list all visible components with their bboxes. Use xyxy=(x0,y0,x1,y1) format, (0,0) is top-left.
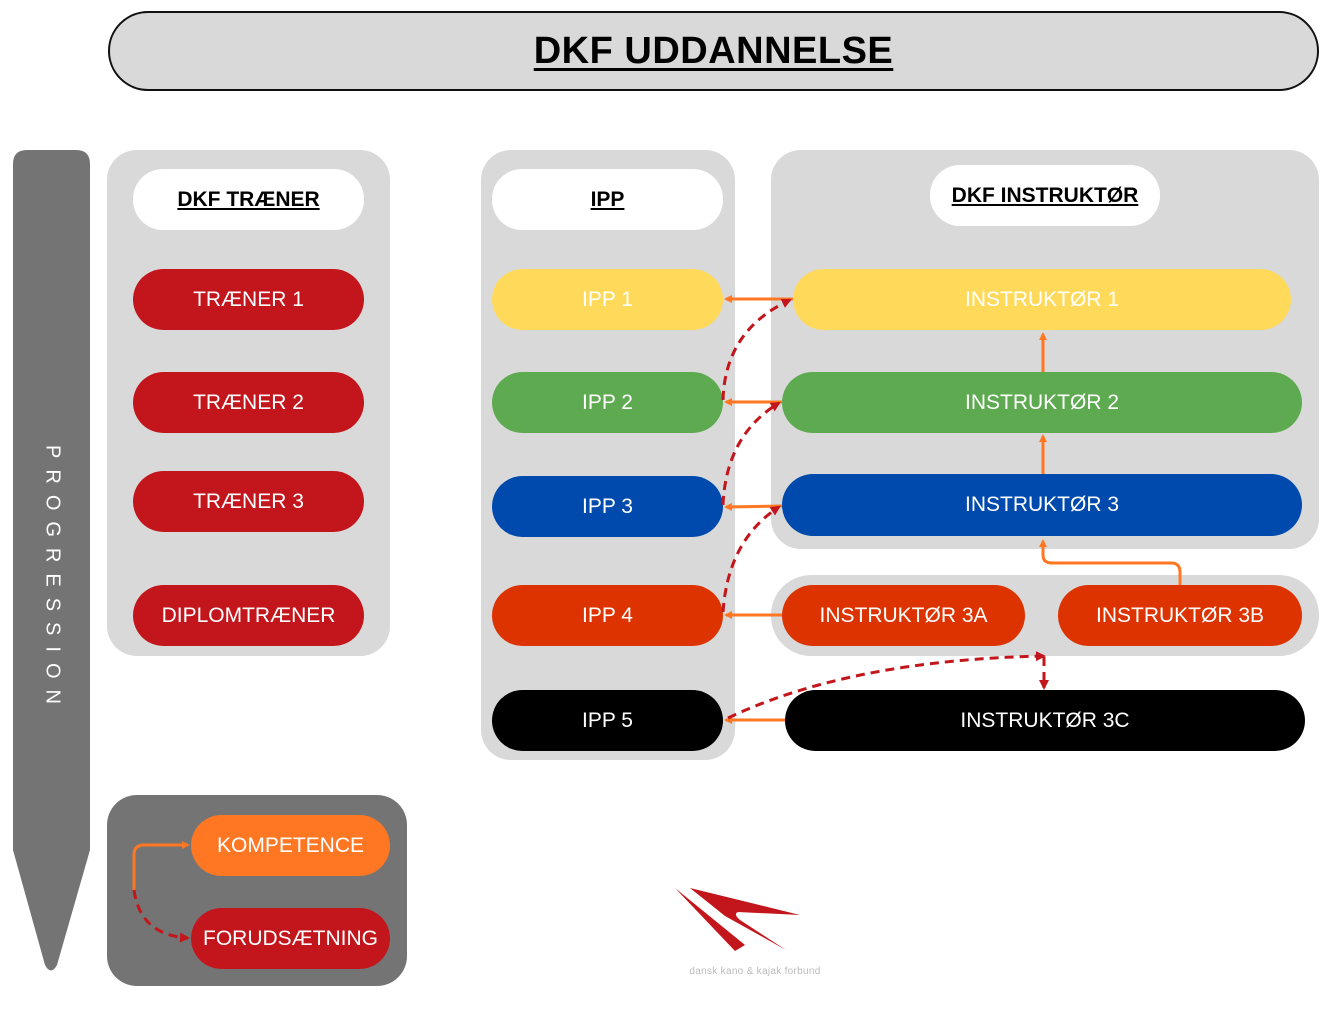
legend-competence: KOMPETENCE xyxy=(191,815,390,876)
ipp-1-node[interactable]: IPP 1 xyxy=(492,269,723,330)
logo-text: dansk kano & kajak forbund xyxy=(689,966,821,977)
diplomtraener-node[interactable]: DIPLOMTRÆNER xyxy=(133,585,364,646)
node-label: INSTRUKTØR 3B xyxy=(1095,603,1265,627)
ipp-5-node[interactable]: IPP 5 xyxy=(492,690,723,751)
node-label: INSTRUKTØR 3C xyxy=(960,708,1130,732)
progression-label: PROGRESSION xyxy=(41,445,63,715)
traener-header: DKF TRÆNER xyxy=(133,169,364,230)
instruktor-3b-node[interactable]: INSTRUKTØR 3B xyxy=(1058,585,1302,646)
ipp-panel xyxy=(481,150,735,760)
page-title: DKF UDDANNELSE xyxy=(533,29,894,72)
ipp-header-label: IPP xyxy=(590,187,625,211)
legend-competence-label: KOMPETENCE xyxy=(216,833,365,857)
instruktor-3c-node[interactable]: INSTRUKTØR 3C xyxy=(785,690,1305,751)
node-label: TRÆNER 2 xyxy=(193,390,304,414)
progression-arrow-shape-icon xyxy=(13,150,90,971)
ipp-2-node[interactable]: IPP 2 xyxy=(492,372,723,433)
instruktor-3a-node[interactable]: INSTRUKTØR 3A xyxy=(782,585,1025,646)
ipp-3-node[interactable]: IPP 3 xyxy=(492,476,723,537)
traener-3-node[interactable]: TRÆNER 3 xyxy=(133,471,364,532)
traener-2-node[interactable]: TRÆNER 2 xyxy=(133,372,364,433)
node-label: DIPLOMTRÆNER xyxy=(161,603,336,627)
traener-header-label: DKF TRÆNER xyxy=(177,187,320,211)
node-label: IPP 2 xyxy=(582,390,633,414)
node-label: INSTRUKTØR 1 xyxy=(964,287,1119,311)
instruktor-3-node[interactable]: INSTRUKTØR 3 xyxy=(782,474,1302,536)
legend-prerequisite-label: FORUDSÆTNING xyxy=(203,926,378,950)
ipp-header: IPP xyxy=(492,169,723,230)
ipp-4-node[interactable]: IPP 4 xyxy=(492,585,723,646)
instruktor-1-node[interactable]: INSTRUKTØR 1 xyxy=(793,269,1291,330)
dkf-arrow-logo-icon xyxy=(675,888,800,951)
node-label: INSTRUKTØR 2 xyxy=(964,390,1119,414)
node-label: INSTRUKTØR 3A xyxy=(819,603,988,627)
node-label: IPP 1 xyxy=(582,287,633,311)
instruktor-2-node[interactable]: INSTRUKTØR 2 xyxy=(782,372,1302,433)
legend-prerequisite: FORUDSÆTNING xyxy=(191,908,390,969)
node-label: TRÆNER 3 xyxy=(193,489,304,513)
node-label: IPP 4 xyxy=(582,603,633,627)
instruktor-header: DKF INSTRUKTØR xyxy=(930,165,1160,226)
node-label: TRÆNER 1 xyxy=(193,287,304,311)
node-label: IPP 5 xyxy=(582,708,633,732)
traener-1-node[interactable]: TRÆNER 1 xyxy=(133,269,364,330)
node-label: INSTRUKTØR 3 xyxy=(964,493,1119,516)
title-banner: DKF UDDANNELSE xyxy=(108,11,1319,91)
node-label: IPP 3 xyxy=(582,494,633,518)
instruktor-header-label: DKF INSTRUKTØR xyxy=(951,183,1139,207)
progression-arrow: PROGRESSION xyxy=(13,150,90,972)
